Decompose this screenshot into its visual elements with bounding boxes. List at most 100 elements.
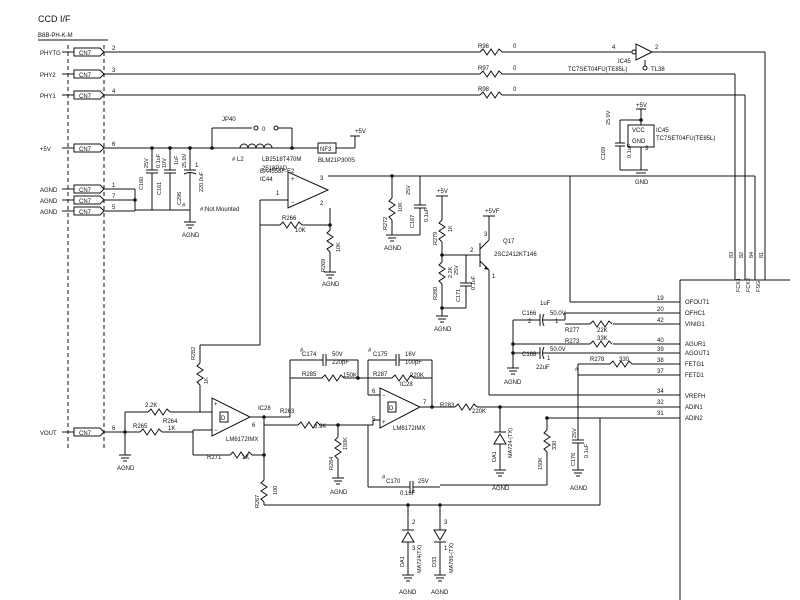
svg-text:R282: R282 (191, 347, 197, 360)
svg-text:ADIN2: ADIN2 (685, 416, 703, 422)
svg-text:C168: C168 (522, 352, 537, 358)
connector-ref: CN7 (79, 73, 92, 79)
svg-text:10K: 10K (295, 228, 306, 234)
svg-text:R267: R267 (255, 495, 261, 508)
svg-text:R266: R266 (282, 216, 297, 222)
connector-ref: CN7 (79, 188, 92, 194)
svg-text:+: + (382, 420, 386, 426)
svg-text:D: D (221, 416, 226, 422)
net-label: +5V (40, 147, 51, 153)
svg-text:#: # (382, 475, 386, 481)
opamp-ic28-second: D − + IC28 LM6172IMX 6 5 7 (372, 382, 440, 432)
svg-text:22uF: 22uF (536, 365, 550, 371)
svg-text:0.1uF: 0.1uF (156, 153, 162, 168)
svg-text:FSG: FSG (756, 281, 762, 292)
resistor-r279: +5V R279 1K (433, 189, 454, 262)
pin-number: 3 (112, 68, 116, 74)
svg-text:AGOUT1: AGOUT1 (685, 351, 710, 357)
chip-pin-31: 31 ADIN2 (599, 411, 703, 505)
opamp-ic28-first: D + − IC28 LM6172IMX 6 (193, 397, 290, 455)
svg-text:R97: R97 (478, 66, 490, 72)
svg-text:AGND: AGND (330, 490, 348, 496)
connector-pin-agnd-7: AGND CN7 7 (40, 194, 116, 205)
svg-text:R98: R98 (478, 87, 490, 93)
svg-text:1: 1 (195, 163, 199, 169)
svg-text:R263: R263 (280, 409, 295, 415)
svg-text:1: 1 (547, 356, 551, 362)
net-label: AGND (40, 210, 58, 216)
svg-text:1K: 1K (204, 377, 210, 384)
resistor-r264: R264 1K (163, 419, 178, 432)
junction-dots (123, 118, 643, 507)
svg-text:C176: C176 (571, 453, 577, 466)
svg-text:R285: R285 (302, 372, 317, 378)
capacitor-c166: # C174 50V 220pF (290, 348, 358, 366)
pin-number: 6 (112, 142, 116, 148)
svg-text:220.0uF: 220.0uF (199, 171, 205, 192)
svg-text:R283: R283 (440, 403, 455, 409)
svg-text:+5V: +5V (355, 129, 366, 135)
svg-text:C175: C175 (373, 352, 388, 358)
net-label: VOUT (40, 431, 57, 437)
svg-text:220K: 220K (410, 373, 424, 379)
svg-text:330: 330 (552, 441, 558, 450)
svg-text:1uF: 1uF (174, 155, 180, 165)
svg-text:AGUR1: AGUR1 (685, 342, 706, 348)
svg-text:R273: R273 (565, 339, 580, 345)
svg-text:ADIN1: ADIN1 (685, 405, 703, 411)
svg-text:+: + (214, 402, 218, 408)
resistor-r282: R282 1K (191, 344, 260, 412)
svg-text:22K: 22K (597, 328, 608, 334)
svg-text:33K: 33K (597, 336, 608, 342)
connector-ref: CN7 (79, 147, 92, 153)
svg-text:31: 31 (657, 411, 664, 417)
svg-text:50.0V: 50.0V (550, 311, 566, 317)
svg-text:42: 42 (657, 318, 664, 324)
svg-text:2SC2412KT146: 2SC2412KT146 (494, 252, 537, 258)
connector-ref: CN7 (79, 199, 92, 205)
opamp-ic44: BA4558F-E2 IC44 + − 3 1 2 (259, 169, 570, 345)
svg-text:10K: 10K (336, 242, 342, 252)
svg-text:TL38: TL38 (651, 67, 665, 73)
svg-text:7: 7 (423, 400, 427, 406)
svg-text:C170: C170 (386, 479, 401, 485)
svg-text:0: 0 (513, 87, 517, 93)
net-label: PHY1 (40, 94, 56, 100)
connector-pin-phytg: PHYTG CN7 2 (40, 46, 116, 57)
svg-text:C169: C169 (601, 147, 607, 160)
svg-text:2518PAD: 2518PAD (262, 166, 288, 172)
svg-text:TC7SET04FU(TE85L): TC7SET04FU(TE85L) (568, 67, 627, 73)
svg-text:1K: 1K (448, 225, 454, 232)
svg-text:OFOUT1: OFOUT1 (685, 300, 710, 306)
net-label: PHY2 (40, 73, 56, 79)
resistor-r278: R283 220K (440, 403, 486, 415)
resistor-r283: 150K 330 (440, 417, 600, 486)
svg-text:81: 81 (759, 252, 765, 258)
svg-text:+5VF: +5VF (485, 209, 500, 215)
inverter-ic45: 4 2 IC45 TL38 TC7SET04FU(TE85L) (568, 43, 765, 73)
resistor-r269: 10K R269 AGND (321, 229, 342, 288)
svg-text:10V: 10V (162, 158, 168, 168)
capacitor-c175: C168 50.0V 22uF 1 (513, 346, 566, 371)
pin-number: 2 (112, 46, 116, 52)
svg-text:0.1uF: 0.1uF (471, 275, 477, 290)
svg-text:R269: R269 (321, 259, 327, 272)
svg-text:GND: GND (635, 180, 649, 186)
svg-text:R272: R272 (383, 217, 389, 230)
resistor-r97: R97 0 (478, 66, 517, 78)
svg-text:AGND: AGND (384, 246, 402, 252)
pin-number: 5 (112, 205, 116, 211)
connector-pin-5v: +5V CN7 6 (40, 142, 116, 153)
decoupling-capacitors: C160 25V 0.1uF C161 10V 1uF C296 25.0V 2… (139, 148, 239, 213)
svg-text:LM6172IMX: LM6172IMX (226, 437, 258, 443)
chip-pin-42: 42 VINIG1 (613, 318, 705, 328)
svg-text:2: 2 (412, 520, 416, 526)
capacitor-c167: 25V 0.1uF C167 (392, 175, 430, 236)
svg-text:0.1uF: 0.1uF (400, 491, 416, 497)
svg-text:3: 3 (484, 232, 488, 238)
svg-text:2.2K: 2.2K (145, 403, 157, 409)
svg-text:50V: 50V (332, 352, 343, 358)
svg-text:20: 20 (657, 307, 664, 313)
capacitor-c174: 1uF 50.0V C166 2 1 (513, 301, 566, 327)
svg-text:1uF: 1uF (540, 301, 551, 307)
